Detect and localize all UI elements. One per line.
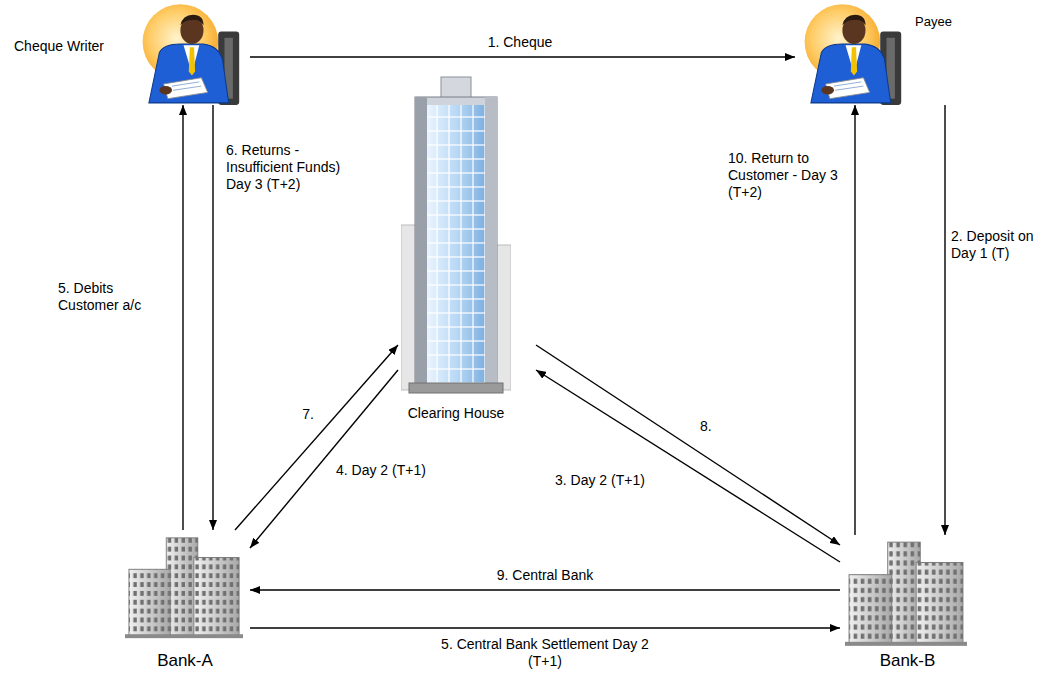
node-label: Cheque Writer	[14, 38, 124, 55]
flow-arrow	[854, 105, 855, 535]
step-label: 3. Day 2 (T+1)	[555, 472, 665, 489]
node-label: Payee	[915, 14, 973, 30]
node-box: Bank-A	[120, 530, 250, 678]
step-label: 2. Deposit on Day 1 (T)	[951, 228, 1043, 262]
bank-building	[125, 538, 243, 638]
step-label: 8.	[700, 418, 730, 435]
person-figure	[138, 0, 248, 105]
step-label: 6. Returns - Insufficient Funds) Day 3 (…	[226, 142, 358, 193]
flow-arrow	[250, 589, 840, 590]
person-figure	[805, 4, 902, 105]
node-box: Clearing House	[398, 75, 536, 425]
node-label: Bank-A	[120, 651, 250, 671]
flow-arrow	[182, 105, 183, 530]
flow-arrow	[536, 370, 840, 562]
flow-arrow	[212, 105, 213, 530]
flow-arrow	[536, 345, 840, 545]
flow-arrow	[944, 105, 945, 535]
node-box: Bank-B	[840, 535, 975, 678]
person-figure	[800, 0, 910, 105]
bank-building	[845, 540, 967, 647]
step-label: 1. Cheque	[470, 34, 570, 51]
clearing-house-building	[401, 77, 511, 393]
bank-building	[845, 542, 967, 646]
step-label: 5. Debits Customer a/c	[58, 280, 154, 314]
clearing-house-building	[401, 75, 511, 395]
flow-arrow	[250, 370, 398, 548]
step-label: 10. Return to Customer - Day 3 (T+2)	[728, 150, 850, 201]
bank-building	[125, 535, 243, 640]
node-box: Payee	[795, 0, 975, 105]
person-figure	[143, 4, 240, 105]
node-box: Cheque Writer	[10, 0, 250, 105]
flow-arrow	[250, 56, 795, 57]
step-label: 7.	[288, 406, 314, 423]
step-label: 9. Central Bank	[475, 567, 615, 584]
step-label: 4. Day 2 (T+1)	[336, 462, 446, 479]
node-label: Clearing House	[376, 405, 536, 422]
flow-arrow	[235, 345, 398, 530]
step-label: 5. Central Bank Settlement Day 2 (T+1)	[425, 636, 665, 670]
node-label: Bank-B	[840, 651, 975, 671]
flow-arrow	[250, 627, 840, 628]
